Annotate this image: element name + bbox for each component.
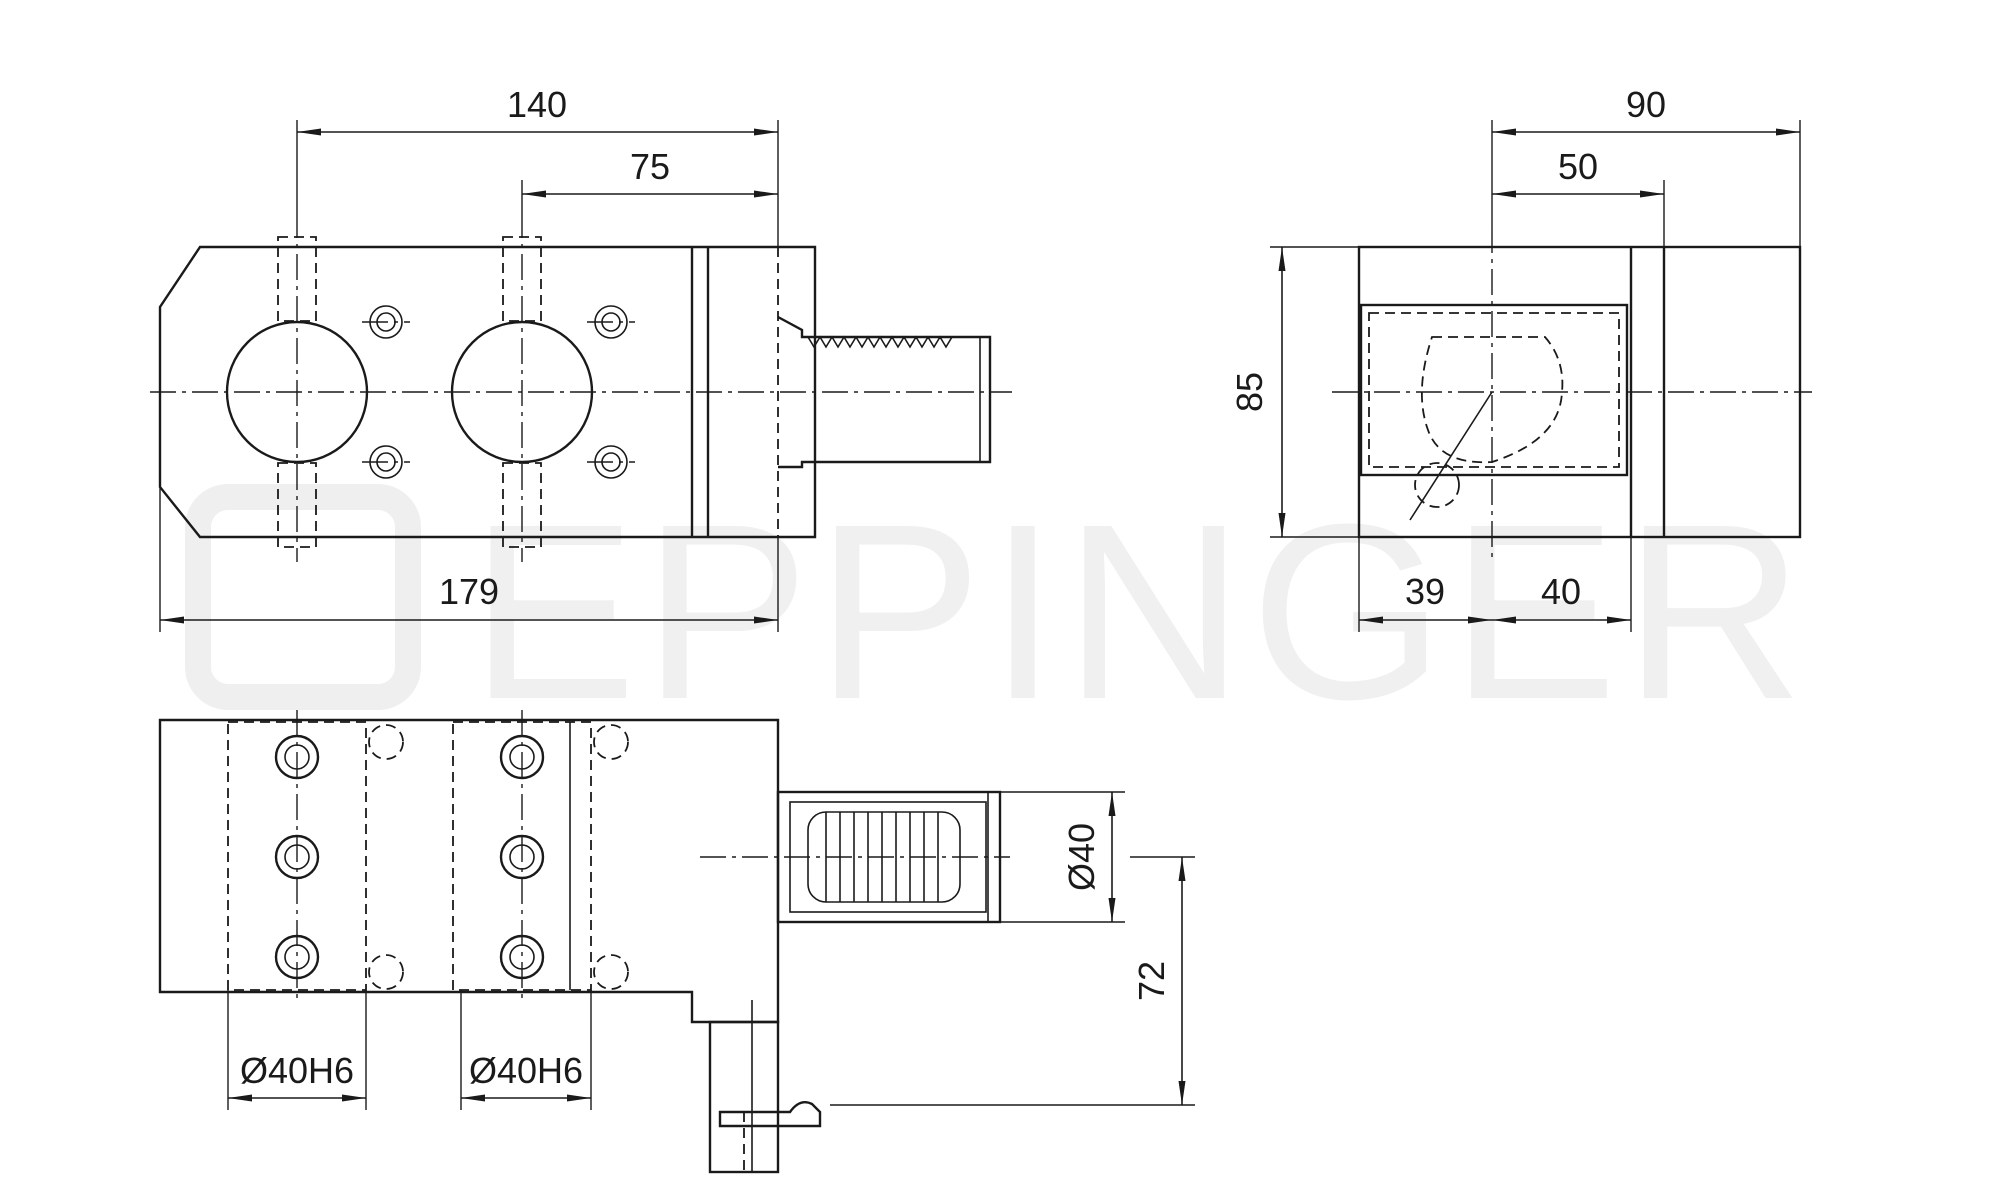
side-slot-outline: [1359, 303, 1629, 477]
front-shank-thread: [807, 335, 953, 349]
side-small-hole: [1409, 391, 1493, 521]
top-hidden-hole-3: [593, 724, 629, 760]
top-hidden-hole-2: [368, 954, 404, 990]
top-hidden-hole-1: [368, 724, 404, 760]
dimension-50: 50: [1558, 146, 1598, 187]
front-shank: [777, 315, 992, 469]
dimension-39: 39: [1405, 571, 1445, 612]
dimension-85: 85: [1229, 372, 1270, 412]
front-view: 140 75 179: [150, 84, 1012, 632]
side-slot-hidden: [1368, 312, 1620, 468]
dimension-90: 90: [1626, 84, 1666, 125]
dimension-179: 179: [439, 571, 499, 612]
front-clamp-screw-1-bottom: [277, 462, 317, 548]
side-view: 90 50 85 39 40: [1229, 84, 1812, 632]
watermark-logo-mark: [185, 484, 421, 710]
top-view: Ø40 72 Ø40H6 Ø40H6: [158, 710, 1195, 1174]
dimension-140: 140: [507, 84, 567, 125]
top-body-outline: [158, 718, 780, 1024]
dimension-72: 72: [1131, 961, 1172, 1001]
dimension-75: 75: [630, 146, 670, 187]
dimension-dia40: Ø40: [1061, 823, 1102, 891]
dimension-40: 40: [1541, 571, 1581, 612]
front-body-outline: [158, 245, 817, 539]
watermark-text: EPPINGER: [470, 472, 1810, 751]
top-hidden-hole-4: [593, 954, 629, 990]
dimension-bore1: Ø40H6: [240, 1050, 354, 1091]
dimension-bore2: Ø40H6: [469, 1050, 583, 1091]
front-clamp-screw-2-bottom: [502, 462, 542, 548]
top-coolant-tube: [708, 1000, 822, 1174]
